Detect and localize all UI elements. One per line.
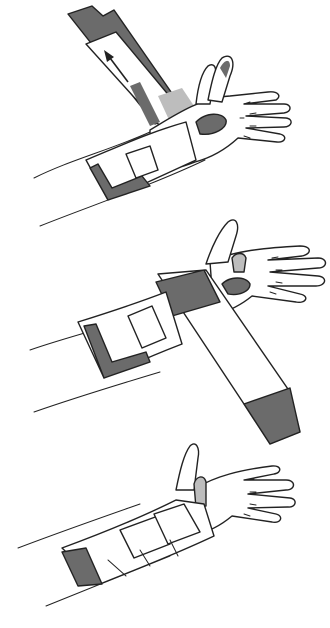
cross-strap-end-2	[243, 387, 301, 445]
wrap-fold-3b	[153, 503, 201, 545]
knuckle-lines-1	[239, 101, 257, 139]
thumb-tab-1	[220, 60, 230, 78]
thumb-3	[175, 443, 200, 491]
wrap-fold-1	[125, 145, 159, 179]
knuckle-lines-3	[243, 478, 257, 517]
hand-3	[195, 465, 296, 535]
strap-dark-band	[130, 82, 160, 126]
pull-arrow-icon	[104, 50, 129, 83]
palm-patch-2	[221, 277, 251, 296]
wrap-dark-edge-3	[61, 547, 103, 587]
thumb-2	[205, 219, 239, 265]
wrap-fold-2	[127, 305, 167, 349]
panel-step-1	[33, 5, 292, 227]
panel-step-2	[29, 219, 327, 445]
wrap-dark-edge-2	[83, 323, 151, 379]
palm-patch-1	[195, 113, 227, 135]
thumb-tab-2	[231, 252, 247, 273]
wrap-fold-3a	[119, 515, 171, 559]
panel-step-3	[17, 443, 296, 607]
wrap-fold-3c	[107, 539, 179, 577]
knuckle-lines-2	[269, 256, 283, 295]
thumb-tab-3	[193, 476, 207, 509]
